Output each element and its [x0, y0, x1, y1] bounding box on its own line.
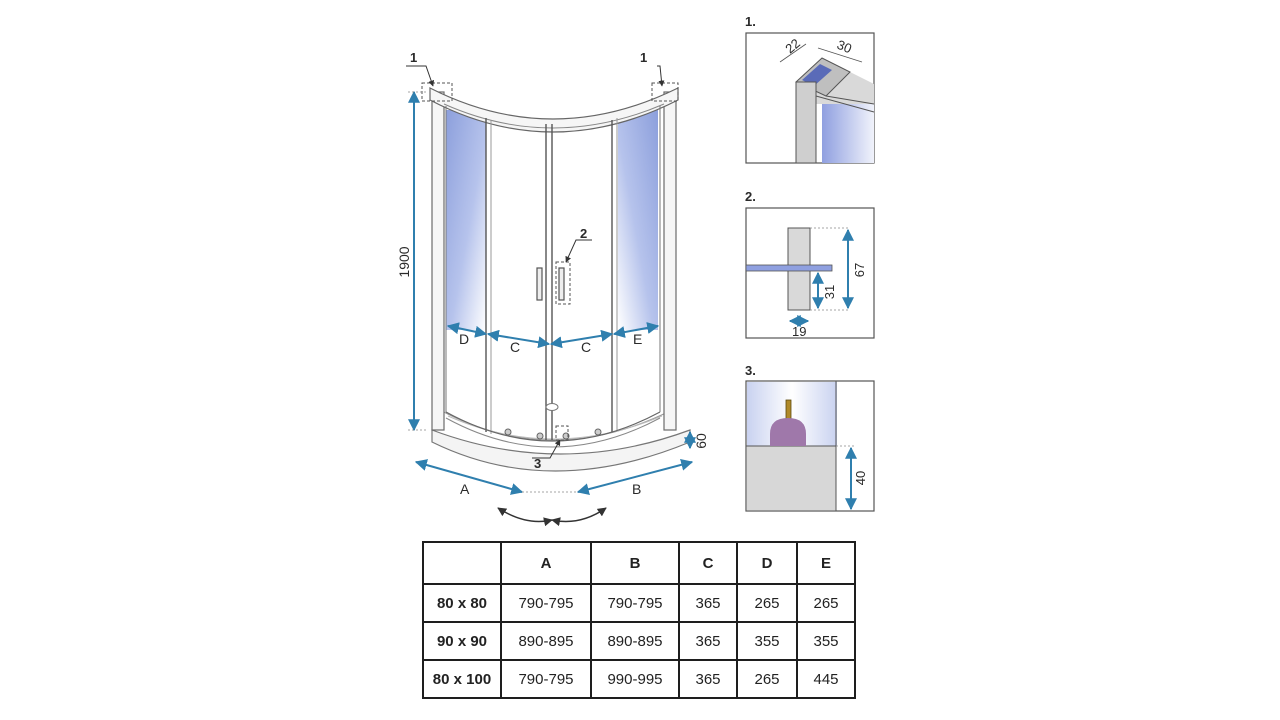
table-cell: 890-895 — [590, 621, 680, 661]
dim-b-label: B — [632, 481, 641, 497]
table-cell: 990-995 — [590, 659, 680, 699]
dimensions: 1900 60 A B D C C E — [396, 90, 709, 497]
table-cell: 365 — [678, 659, 738, 699]
right-post — [663, 91, 677, 431]
table-row-header: 80 x 100 — [422, 659, 502, 699]
detail-3: 3. 40 — [745, 363, 875, 512]
dim-c-left-label: C — [510, 339, 520, 355]
callout-1-left: 1 — [410, 50, 417, 65]
table-header-cell: B — [590, 541, 680, 585]
table-header-cell: A — [500, 541, 592, 585]
callout-3: 3 — [534, 456, 541, 471]
detail-2-height-67: 67 — [852, 263, 867, 277]
right-glass-panel — [618, 110, 658, 330]
tray-height-label: 60 — [693, 433, 709, 449]
table-row-header: 90 x 90 — [422, 621, 502, 661]
table-cell: 445 — [796, 659, 856, 699]
detail-1: 1. 22 30 — [745, 14, 875, 164]
shower-diagram: 1 1 2 3 1900 60 A B D C C E 1. — [396, 14, 875, 527]
right-handle — [558, 267, 565, 301]
table-cell: 365 — [678, 583, 738, 623]
table-row-header: 80 x 80 — [422, 583, 502, 623]
table-cell: 890-895 — [500, 621, 592, 661]
left-handle — [536, 267, 543, 301]
table-header-cell: E — [796, 541, 856, 585]
table-header-row: A B C D E — [422, 541, 856, 585]
callout-1-right: 1 — [640, 50, 647, 65]
table-row: 80 x 100 790-795 990-995 365 265 445 — [422, 659, 856, 699]
table-row: 90 x 90 890-895 890-895 365 355 355 — [422, 621, 856, 661]
height-label: 1900 — [396, 246, 412, 277]
table-cell: 265 — [796, 583, 856, 623]
detail-3-seal — [770, 418, 806, 446]
detail-2-width-19: 19 — [792, 324, 806, 339]
table-row: 80 x 80 790-795 790-795 365 265 265 — [422, 583, 856, 623]
drain — [545, 403, 559, 411]
reversible-arrow-icon — [497, 507, 607, 527]
callouts: 1 1 2 3 — [406, 50, 665, 471]
detail-2-title: 2. — [745, 189, 756, 204]
table-header-cell — [422, 541, 502, 585]
table-cell: 790-795 — [500, 659, 592, 699]
dim-d-label: D — [459, 331, 469, 347]
shower-enclosure — [421, 82, 691, 472]
table-cell: 790-795 — [500, 583, 592, 623]
dim-e-label: E — [633, 331, 642, 347]
left-post — [431, 91, 445, 431]
table-cell: 355 — [736, 621, 798, 661]
detail-1-width-30: 30 — [835, 37, 854, 56]
shower-tray — [431, 429, 691, 472]
detail-3-height-40: 40 — [853, 471, 868, 485]
detail-2-height-31: 31 — [822, 285, 837, 299]
table-header-cell: C — [678, 541, 738, 585]
size-table: A B C D E 80 x 80 790-795 790-795 365 26… — [422, 541, 856, 699]
table-cell: 265 — [736, 583, 798, 623]
table-cell: 355 — [796, 621, 856, 661]
detail-1-title: 1. — [745, 14, 756, 29]
dim-a-label: A — [460, 481, 470, 497]
table-cell: 265 — [736, 659, 798, 699]
dim-c-right-label: C — [581, 339, 591, 355]
callout-2: 2 — [580, 226, 587, 241]
table-cell: 365 — [678, 621, 738, 661]
table-cell: 790-795 — [590, 583, 680, 623]
detail-2: 2. 67 31 19 — [745, 189, 875, 339]
detail-3-title: 3. — [745, 363, 756, 378]
left-glass-panel — [446, 110, 486, 330]
table-header-cell: D — [736, 541, 798, 585]
